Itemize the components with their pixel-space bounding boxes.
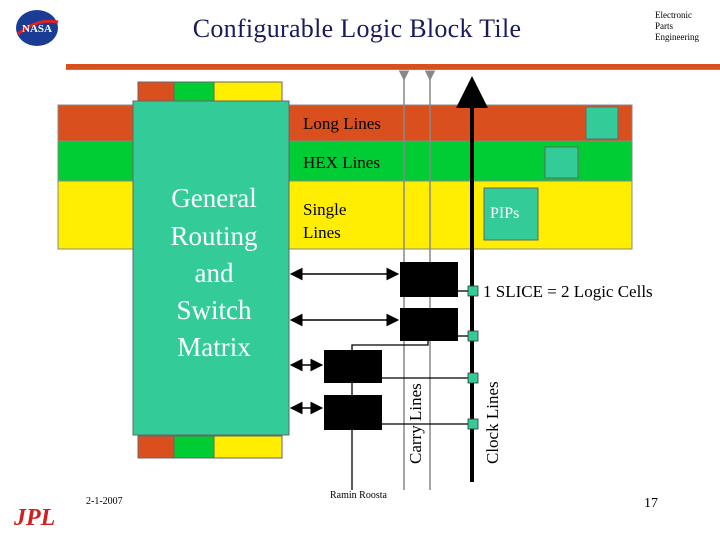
top-green-stub — [173, 81, 215, 102]
department-line-1: Electronic — [655, 10, 692, 20]
department-line-3: Engineering — [655, 32, 699, 42]
page-title: Configurable Logic Block Tile — [192, 14, 522, 43]
general-routing-matrix — [132, 100, 290, 436]
clock-pip-4 — [467, 418, 479, 430]
single-lines-label-1: Single — [303, 200, 346, 219]
jpl-logo-text: JPL — [13, 505, 55, 530]
carry-lines-label: Carry Lines — [406, 383, 425, 464]
bottom-green-stub — [173, 435, 215, 459]
matrix-label-line-5: Matrix — [177, 332, 251, 362]
matrix-label-line-1: General — [171, 183, 256, 213]
slice-box-3 — [324, 350, 382, 383]
matrix-label-line-2: Routing — [170, 221, 257, 251]
clock-pip-3 — [467, 372, 479, 384]
hex-lines-label: HEX Lines — [303, 153, 380, 172]
single-lines-label-2: Lines — [303, 223, 341, 242]
slice-box-4 — [324, 395, 382, 430]
clock-pip-1 — [467, 285, 479, 297]
pip-long-lines — [585, 106, 619, 140]
carry-chain-link — [351, 340, 429, 350]
department-line-2: Parts — [655, 21, 673, 31]
slice-box-2 — [400, 308, 458, 341]
clock-lines-label: Clock Lines — [483, 381, 502, 464]
slice-box-1 — [400, 262, 458, 297]
top-orange-stub — [137, 81, 175, 102]
pip-single-lines — [483, 187, 539, 241]
slice-label: 1 SLICE = 2 Logic Cells — [483, 282, 653, 301]
jpl-logo: JPL — [13, 505, 55, 530]
footer-date: 2-1-2007 — [86, 496, 123, 507]
matrix-label-line-4: Switch — [176, 295, 252, 325]
department-label: Electronic Parts Engineering — [655, 10, 699, 43]
clock-pip-2 — [467, 330, 479, 342]
page-number: 17 — [644, 496, 658, 511]
footer-author: Ramin Roosta — [330, 490, 387, 501]
nasa-logo-text: NASA — [22, 23, 52, 35]
header-rule — [66, 64, 720, 69]
long-lines-label: Long Lines — [303, 114, 381, 133]
header-rule-shadow — [66, 69, 720, 70]
nasa-logo: NASA — [16, 10, 59, 46]
bottom-yellow-stub — [213, 435, 283, 459]
matrix-label: General Routing and Switch Matrix — [170, 183, 257, 362]
bottom-orange-stub — [137, 435, 175, 459]
top-yellow-stub — [213, 81, 283, 102]
pips-label: PIPs — [490, 205, 519, 222]
pip-hex-lines — [544, 146, 579, 179]
matrix-label-line-3: and — [195, 258, 234, 288]
